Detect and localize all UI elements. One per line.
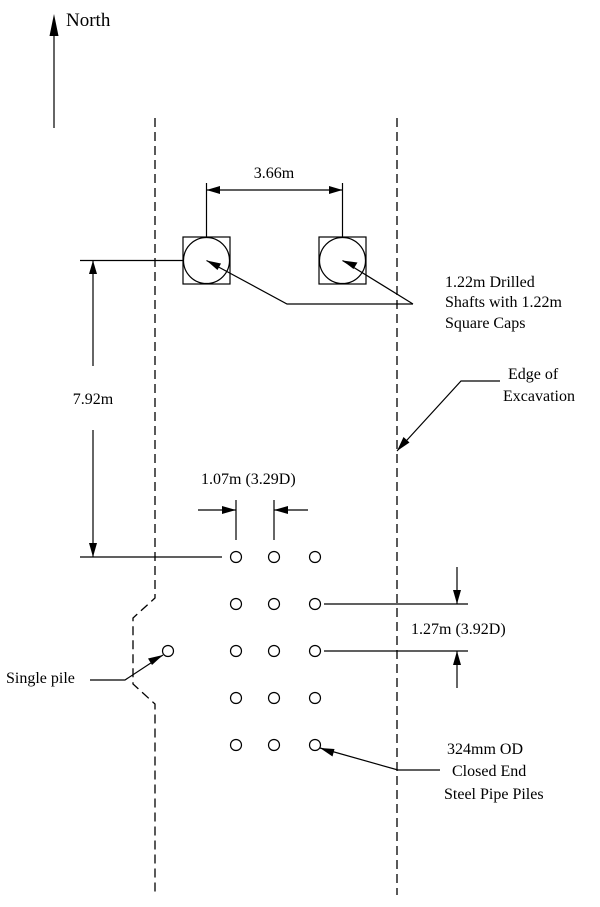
svg-text:Excavation: Excavation bbox=[503, 388, 575, 405]
drilled-shafts-callout: 1.22m Drilled Shafts with 1.22m Square C… bbox=[445, 274, 562, 332]
svg-text:Closed End: Closed End bbox=[452, 763, 526, 780]
pile bbox=[229, 597, 243, 611]
svg-text:Square Caps: Square Caps bbox=[445, 315, 525, 332]
pile bbox=[308, 691, 322, 705]
pile bbox=[308, 644, 322, 658]
pile-x-spacing-label: 1.07m (3.29D) bbox=[201, 471, 296, 488]
pile bbox=[229, 738, 243, 752]
pile bbox=[267, 691, 281, 705]
single-pile-label: Single pile bbox=[6, 670, 75, 687]
excavation-edge-west bbox=[132, 118, 156, 895]
pile bbox=[229, 550, 243, 564]
drilled-shafts-leader bbox=[206, 259, 414, 305]
shaft-to-piles-label: 7.92m bbox=[73, 391, 114, 408]
pile-y-spacing-dimension bbox=[324, 567, 468, 688]
pile bbox=[267, 738, 281, 752]
shaft-to-piles-dimension bbox=[80, 259, 222, 558]
pile-y-spacing-label: 1.27m (3.92D) bbox=[411, 621, 506, 638]
single-pile-leader bbox=[90, 654, 164, 681]
svg-text:Shafts with 1.22m: Shafts with 1.22m bbox=[445, 294, 562, 311]
steel-pipe-piles-callout: 324mm OD Closed End Steel Pipe Piles bbox=[444, 741, 544, 803]
pile bbox=[308, 738, 322, 752]
pile bbox=[308, 550, 322, 564]
pile bbox=[267, 597, 281, 611]
north-label: North bbox=[66, 10, 111, 31]
shaft-spacing-label: 3.66m bbox=[254, 165, 295, 182]
pile bbox=[267, 644, 281, 658]
pile bbox=[308, 597, 322, 611]
pile-x-spacing-dimension bbox=[198, 500, 308, 540]
pile-group bbox=[229, 550, 322, 752]
pile bbox=[229, 691, 243, 705]
steel-pipe-piles-leader bbox=[319, 747, 440, 771]
excavation-edge-leader bbox=[396, 380, 500, 452]
svg-text:324mm OD: 324mm OD bbox=[447, 741, 523, 758]
svg-text:Edge of: Edge of bbox=[508, 366, 559, 383]
svg-text:Steel Pipe Piles: Steel Pipe Piles bbox=[444, 786, 544, 803]
pile bbox=[229, 644, 243, 658]
single-pile bbox=[161, 644, 175, 658]
svg-text:1.22m Drilled: 1.22m Drilled bbox=[445, 274, 535, 291]
shaft-spacing-dimension bbox=[205, 183, 344, 237]
pile bbox=[267, 550, 281, 564]
edge-of-excavation-callout: Edge of Excavation bbox=[503, 366, 575, 405]
north-arrow bbox=[49, 14, 59, 128]
